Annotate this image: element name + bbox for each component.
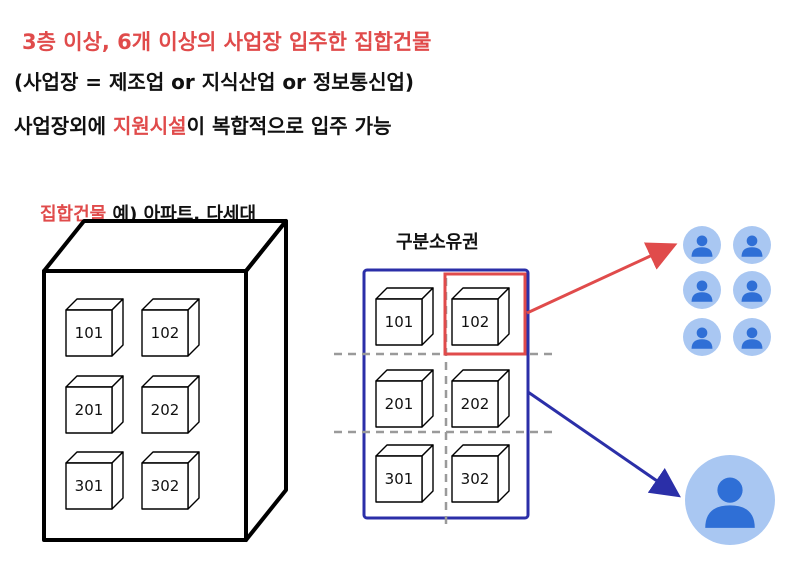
ownership-unit-label: 301 [384, 470, 414, 488]
headline-support-facilities: 사업장외에 지원시설이 복합적으로 입주 가능 [14, 110, 391, 139]
person-icon [683, 226, 721, 264]
building-unit-label: 101 [74, 324, 104, 342]
headline-condition: 3층 이상, 6개 이상의 사업장 입주한 집합건물 [22, 30, 432, 54]
building-unit-cube [141, 375, 200, 434]
person-icon [733, 318, 771, 356]
building-unit-label: 302 [150, 477, 180, 495]
support-pre: 사업장외에 [14, 114, 113, 138]
ownership-unit-label: 102 [460, 313, 490, 331]
building-unit-label: 202 [150, 401, 180, 419]
arrow-to-many-owners [526, 242, 678, 315]
ownership-title: 구분소유권 [396, 232, 479, 253]
arrow-to-single-owner [527, 390, 681, 498]
building-unit-cube [65, 375, 124, 434]
building-unit-label: 102 [150, 324, 180, 342]
large-person-icon [685, 455, 775, 545]
building-unit-label: 301 [74, 477, 104, 495]
ownership-unit-label: 201 [384, 395, 414, 413]
building-unit-cube [141, 451, 200, 510]
ownership-unit-cube [375, 444, 434, 503]
building-unit-cube [65, 298, 124, 357]
building-unit-label: 201 [74, 401, 104, 419]
ownership-unit-cube [451, 444, 510, 503]
building-unit-cube [141, 298, 200, 357]
person-icon [733, 226, 771, 264]
building-unit-cube [65, 451, 124, 510]
support-post: 이 복합적으로 입주 가능 [186, 114, 392, 138]
ownership-unit-label: 302 [460, 470, 490, 488]
highlight-frame-102 [443, 272, 527, 356]
person-icon [683, 271, 721, 309]
ownership-unit-cube [451, 287, 510, 346]
ownership-unit-label: 101 [384, 313, 414, 331]
building-box [42, 219, 288, 542]
ownership-unit-cube [375, 287, 434, 346]
headline-business-types: (사업장 = 제조업 or 지식산업 or 정보통신업) [14, 70, 415, 94]
ownership-unit-label: 202 [460, 395, 490, 413]
person-icon [733, 271, 771, 309]
support-highlight: 지원시설 [112, 114, 187, 138]
ownership-unit-cube [375, 369, 434, 428]
ownership-unit-cube [451, 369, 510, 428]
person-icon [683, 318, 721, 356]
